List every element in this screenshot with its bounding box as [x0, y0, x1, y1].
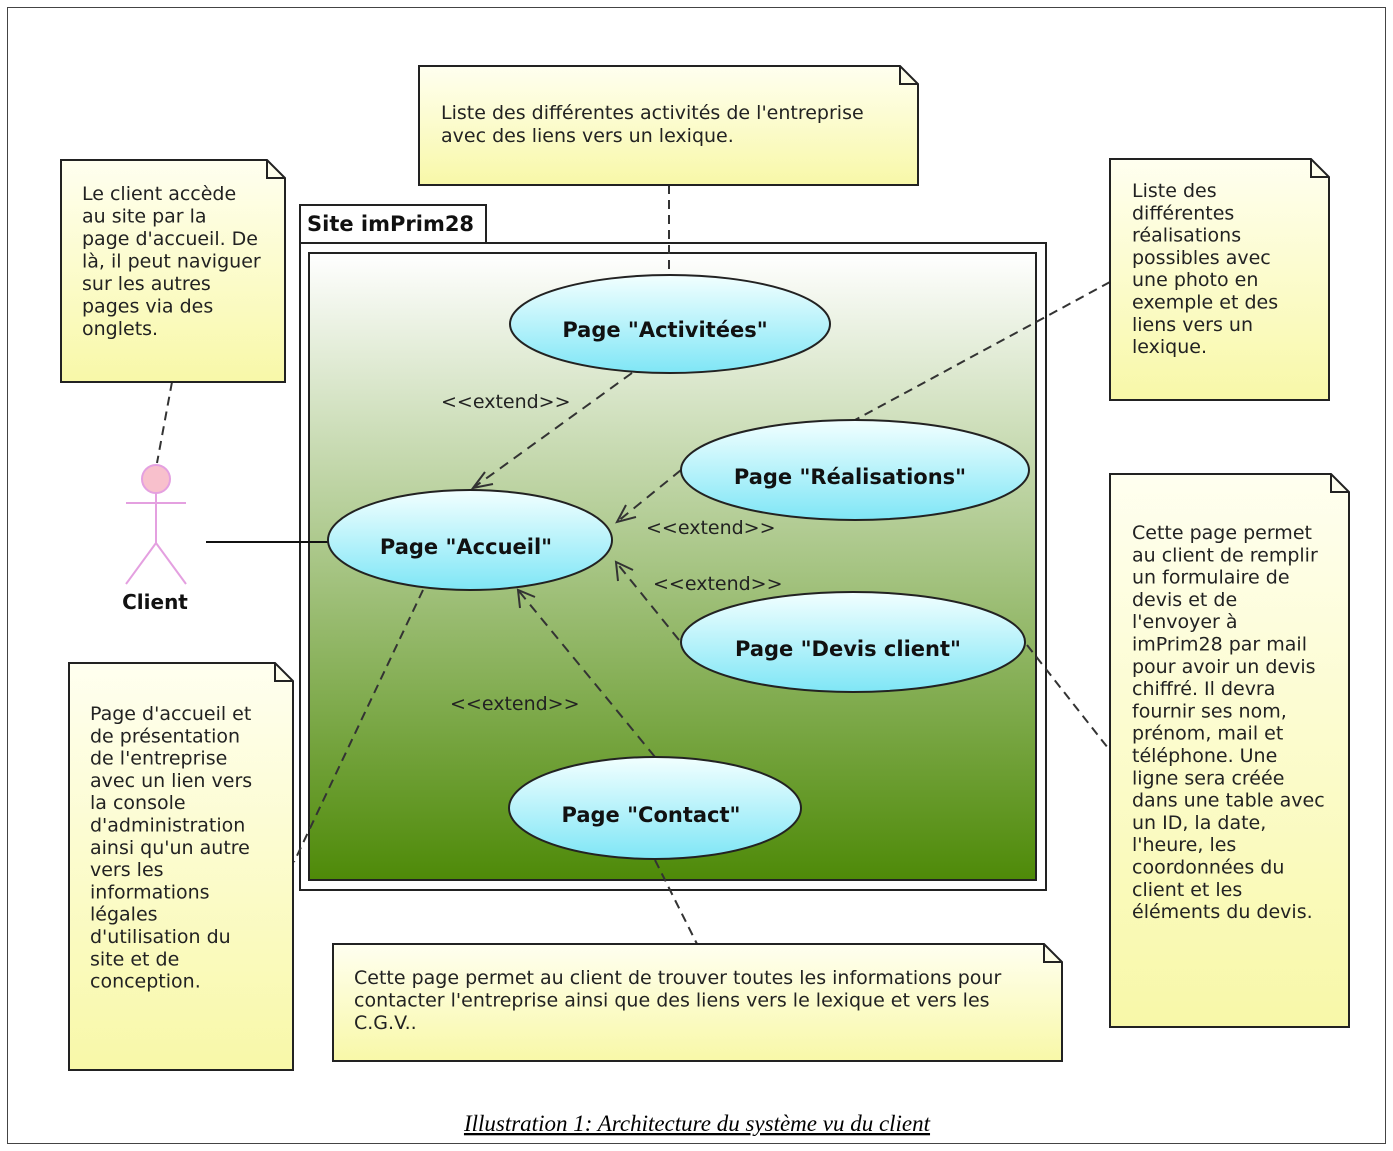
actor-label: Client — [122, 590, 188, 614]
note-line: vers les — [90, 859, 164, 881]
note-line: onglets. — [82, 318, 158, 340]
figure-caption: Illustration 1: Architecture du système … — [463, 1111, 931, 1136]
note-line: l'envoyer à — [1132, 611, 1238, 633]
note-line: lexique. — [1132, 336, 1207, 358]
note-line: d'administration — [90, 815, 245, 837]
use-case-accueil-label: Page "Accueil" — [380, 535, 552, 559]
note-line: téléphone. Une — [1132, 745, 1277, 767]
note-line: Liste des — [1132, 180, 1217, 202]
use-case-realisations[interactable]: Page "Réalisations" — [680, 419, 1030, 521]
note-activites: Liste des différentes activités de l'ent… — [418, 65, 919, 186]
extend-label-contact: <<extend>> — [450, 693, 580, 715]
connector-contact — [654, 859, 698, 945]
extend-arrow-contact — [516, 588, 656, 758]
extend-arrows — [470, 372, 682, 758]
note-line: au client de remplir — [1132, 544, 1318, 566]
use-case-devis[interactable]: Page "Devis client" — [680, 591, 1026, 693]
use-case-accueil[interactable]: Page "Accueil" — [327, 489, 613, 591]
note-line: réalisations — [1132, 225, 1241, 247]
connector-accueil — [293, 589, 424, 863]
note-line: prénom, mail et — [1132, 723, 1283, 745]
note-line: client et les — [1132, 879, 1242, 901]
note-line: différentes — [1132, 202, 1234, 224]
note-line: devis et de — [1132, 589, 1237, 611]
actor-client[interactable] — [125, 464, 187, 585]
note-line: possibles avec — [1132, 247, 1271, 269]
note-line: avec un lien vers — [90, 770, 252, 792]
use-case-devis-label: Page "Devis client" — [735, 637, 961, 661]
use-case-activites-label: Page "Activitées" — [562, 318, 767, 342]
extend-arrow-realisations — [615, 469, 682, 524]
note-line: éléments du devis. — [1132, 901, 1313, 923]
note-connectors — [156, 185, 1111, 945]
note-line: légales — [90, 904, 158, 926]
note-activites-text: Liste des différentes activités de l'ent… — [441, 102, 864, 147]
note-line: contacter l'entreprise ainsi que des lie… — [354, 990, 990, 1012]
note-line: pages via des — [82, 296, 213, 318]
note-line: d'utilisation du — [90, 926, 231, 948]
extend-label-realisations: <<extend>> — [646, 517, 776, 539]
actor-head — [141, 464, 171, 494]
note-line: au site par la — [82, 206, 207, 228]
note-line: pour avoir un devis — [1132, 656, 1316, 678]
note-line: un ID, la date, — [1132, 812, 1266, 834]
note-line: l'heure, les — [1132, 834, 1236, 856]
note-line: dans une table avec — [1132, 790, 1325, 812]
note-line: fournir ses nom, — [1132, 700, 1287, 722]
note-line: une photo en — [1132, 269, 1258, 291]
note-line: un formulaire de — [1132, 567, 1290, 589]
note-line: Liste des différentes activités de l'ent… — [441, 102, 864, 124]
note-line: ligne sera créée — [1132, 767, 1284, 789]
note-line: C.G.V.. — [354, 1012, 417, 1034]
note-line: la console — [90, 792, 186, 814]
note-contact-text: Cette page permet au client de trouver t… — [354, 967, 1001, 1034]
note-line: chiffré. Il devra — [1132, 678, 1275, 700]
note-line: imPrim28 par mail — [1132, 634, 1307, 656]
use-case-contact-label: Page "Contact" — [562, 803, 741, 827]
connector-client — [156, 381, 173, 464]
note-line: là, il peut naviguer — [82, 251, 261, 273]
note-line: Page d'accueil et — [90, 703, 251, 725]
note-contact: Cette page permet au client de trouver t… — [332, 943, 1063, 1062]
note-line: Cette page permet au client de trouver t… — [354, 967, 1001, 989]
note-line: page d'accueil. De — [82, 228, 258, 250]
use-case-realisations-label: Page "Réalisations" — [734, 465, 966, 489]
connector-devis — [1026, 644, 1109, 749]
note-line: de l'entreprise — [90, 748, 227, 770]
note-line: conception. — [90, 971, 201, 993]
note-line: exemple et des — [1132, 292, 1278, 314]
note-line: sur les autres — [82, 273, 211, 295]
extend-arrow-activites — [470, 372, 633, 490]
use-case-contact[interactable]: Page "Contact" — [508, 756, 802, 860]
note-line: coordonnées du — [1132, 857, 1284, 879]
extend-arrow-devis — [614, 560, 680, 641]
note-line: de présentation — [90, 725, 240, 747]
note-line: Le client accède — [82, 183, 236, 205]
system-label: Site imPrim28 — [307, 212, 474, 236]
note-line: Cette page permet — [1132, 522, 1312, 544]
note-line: avec des liens vers un lexique. — [441, 125, 734, 147]
note-line: site et de — [90, 948, 179, 970]
note-line: liens vers un — [1132, 314, 1253, 336]
extend-label-activites: <<extend>> — [441, 391, 571, 413]
use-case-activites[interactable]: Page "Activitées" — [509, 274, 831, 374]
note-line: ainsi qu'un autre — [90, 837, 250, 859]
extend-label-devis: <<extend>> — [653, 573, 783, 595]
connector-realisations — [854, 281, 1111, 421]
note-line: informations — [90, 881, 210, 903]
